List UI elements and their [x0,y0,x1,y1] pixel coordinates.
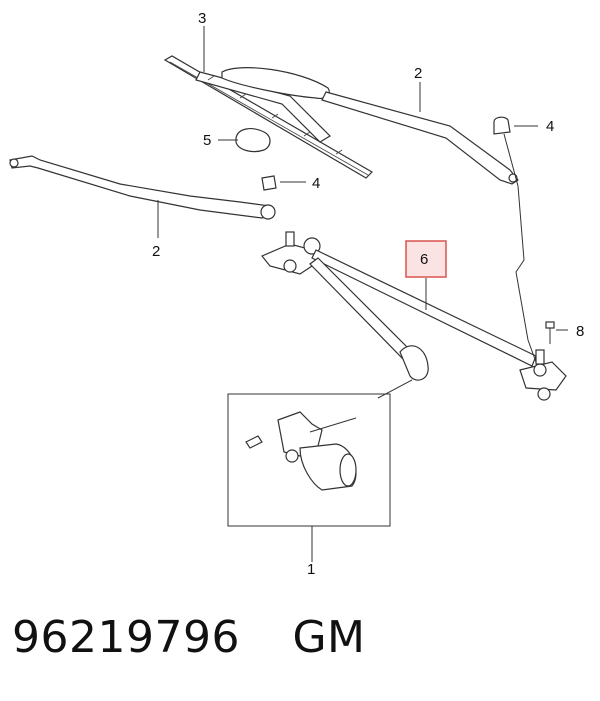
callout-1: 1 [307,561,315,578]
callout-4-upper: 4 [546,118,554,135]
part-6-highlight-box [405,240,447,278]
callout-5: 5 [203,132,211,149]
callout-4-lower: 4 [312,175,320,192]
nut-lower [261,175,277,191]
callout-3: 3 [198,10,206,27]
part-number: 96219796 [12,612,240,663]
wiper-parts-diagram: 1 2 2 3 4 4 5 6 8 [9,10,584,578]
nut-upper [493,116,511,135]
motor-box [227,393,391,527]
wiper-blade [163,55,373,179]
linkage-assembly [261,231,567,401]
brand-name: GM [292,612,366,663]
callout-2-upper: 2 [414,65,422,82]
wiper-arm-right [221,67,519,185]
callout-8: 8 [576,323,584,340]
wiper-arm-left [9,155,276,220]
callout-2-lower: 2 [152,243,160,260]
callout-6: 6 [420,251,428,268]
footer-part-number-row: 96219796 GM [12,612,366,663]
leader-lines [157,26,568,562]
arm-cap [235,128,271,153]
